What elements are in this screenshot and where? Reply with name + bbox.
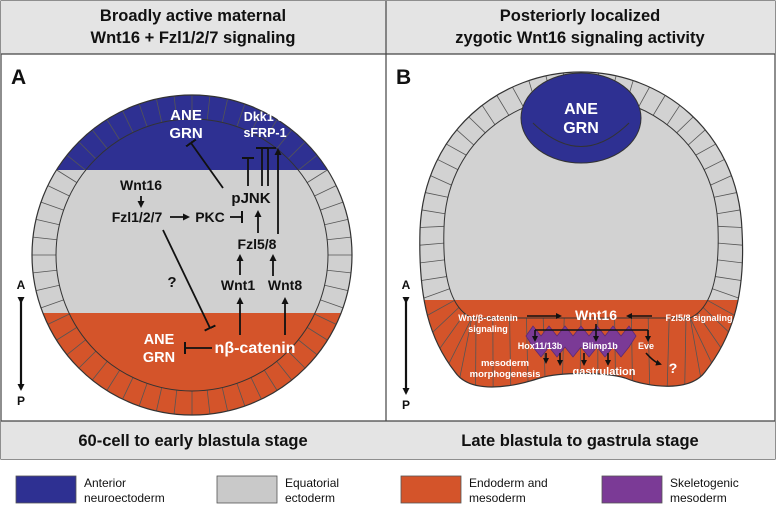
legend-swatch — [601, 475, 663, 504]
panel-a-letter: A — [11, 66, 26, 89]
b-hox-label: Hox11/13b — [518, 341, 563, 351]
pkc-label: PKC — [195, 209, 225, 225]
ane-grn-bottom-label-2: GRN — [143, 350, 175, 366]
b-wnt16-label: Wnt16 — [575, 307, 617, 323]
panel-a-stage-label: 60-cell to early blastula stage — [78, 432, 307, 450]
legend-label-1: Anterior — [84, 476, 126, 490]
fzl58-label: Fzl5/8 — [238, 236, 277, 252]
ane-grn-top-label-1: ANE — [170, 107, 202, 124]
legend-item-anterior-neuroectoderm: Anterior neuroectoderm — [15, 475, 165, 505]
legend-item-skeletogenic-mesoderm: Skeletogenic mesoderm — [601, 475, 739, 505]
axis-a-label-a: A — [17, 278, 26, 292]
panel-a-cell-boundaries — [32, 95, 352, 415]
legend-label-1: Equatorial — [285, 476, 339, 490]
panel-a-ap-axis: A P — [17, 278, 26, 408]
legend-swatch — [15, 475, 77, 504]
panel-b-ap-axis: A P — [402, 278, 411, 412]
dkk1-label-2: sFRP-1 — [243, 126, 286, 140]
fzl127-label: Fzl1/2/7 — [112, 209, 163, 225]
panel-b-header-line1: Posteriorly localized — [500, 7, 660, 25]
question-mark-a: ? — [167, 274, 176, 291]
legend-label-2: mesoderm — [670, 491, 727, 505]
legend: Anterior neuroectoderm Equatorial ectode… — [15, 475, 739, 505]
legend-label-1: Skeletogenic — [670, 476, 739, 490]
panel-a-header-line1: Broadly active maternal — [100, 7, 286, 25]
b-mesoderm-label-2: morphogenesis — [470, 369, 541, 380]
equatorial-ectoderm-region — [32, 170, 352, 313]
legend-item-equatorial-ectoderm: Equatorial ectoderm — [216, 475, 339, 505]
wnt1-label: Wnt1 — [221, 277, 255, 293]
b-ane-label: ANE — [564, 101, 598, 118]
panel-a-header-bg — [1, 1, 386, 54]
panel-b-stage-label: Late blastula to gastrula stage — [461, 432, 698, 450]
nbeta-catenin-label: nβ-catenin — [215, 340, 296, 357]
legend-label-2: neuroectoderm — [84, 491, 165, 505]
b-fzl58-label: Fzl5/8 signaling — [665, 313, 732, 323]
wnt16-label: Wnt16 — [120, 177, 162, 193]
panel-a-footer-bg — [1, 421, 386, 459]
panel-b-header-bg — [386, 1, 775, 54]
b-anterior-neuroectoderm — [520, 72, 642, 164]
b-eve-label: Eve — [638, 341, 654, 351]
b-grn-label: GRN — [563, 120, 599, 137]
panel-b-footer-bg — [386, 421, 775, 459]
b-question-mark: ? — [669, 360, 678, 376]
b-wnt-beta-label-1: Wnt/β-catenin — [458, 313, 518, 323]
axis-p-label-b: P — [402, 398, 410, 412]
panel-a-header-line2: Wnt16 + Fzl1/2/7 signaling — [91, 29, 296, 47]
axis-p-label-a: P — [17, 394, 25, 408]
b-wnt-beta-label-2: signaling — [468, 324, 508, 334]
panel-b-embryo — [419, 71, 744, 388]
b-mesoderm-label-1: mesoderm — [481, 358, 529, 369]
legend-swatch — [400, 475, 462, 504]
panel-b-letter: B — [396, 66, 411, 89]
b-gastrulation-label: gastrulation — [573, 366, 636, 378]
panel-b-cell-boundaries — [419, 72, 743, 387]
legend-label-2: mesoderm — [469, 491, 526, 505]
pjnk-label: pJNK — [231, 190, 270, 207]
legend-label-1: Endoderm and — [469, 476, 548, 490]
legend-swatch — [216, 475, 278, 504]
panel-b-header-line2: zygotic Wnt16 signaling activity — [455, 29, 705, 47]
b-blimp-label: Blimp1b — [582, 341, 618, 351]
wnt8-label: Wnt8 — [268, 277, 302, 293]
ane-grn-bottom-label-1: ANE — [144, 332, 175, 348]
legend-label-2: ectoderm — [285, 491, 335, 505]
legend-item-endoderm-mesoderm: Endoderm and mesoderm — [400, 475, 548, 505]
axis-a-label-b: A — [402, 278, 411, 292]
ane-grn-top-label-2: GRN — [169, 125, 202, 142]
panel-b-network: ANE GRN Wnt/β-catenin signaling Wnt16 Fz… — [458, 101, 732, 380]
panel-a-network: ANE GRN Dkk1 & sFRP-1 pJNK Wnt16 Fzl1/2/… — [112, 107, 303, 366]
dkk1-label-1: Dkk1 & — [244, 110, 286, 124]
